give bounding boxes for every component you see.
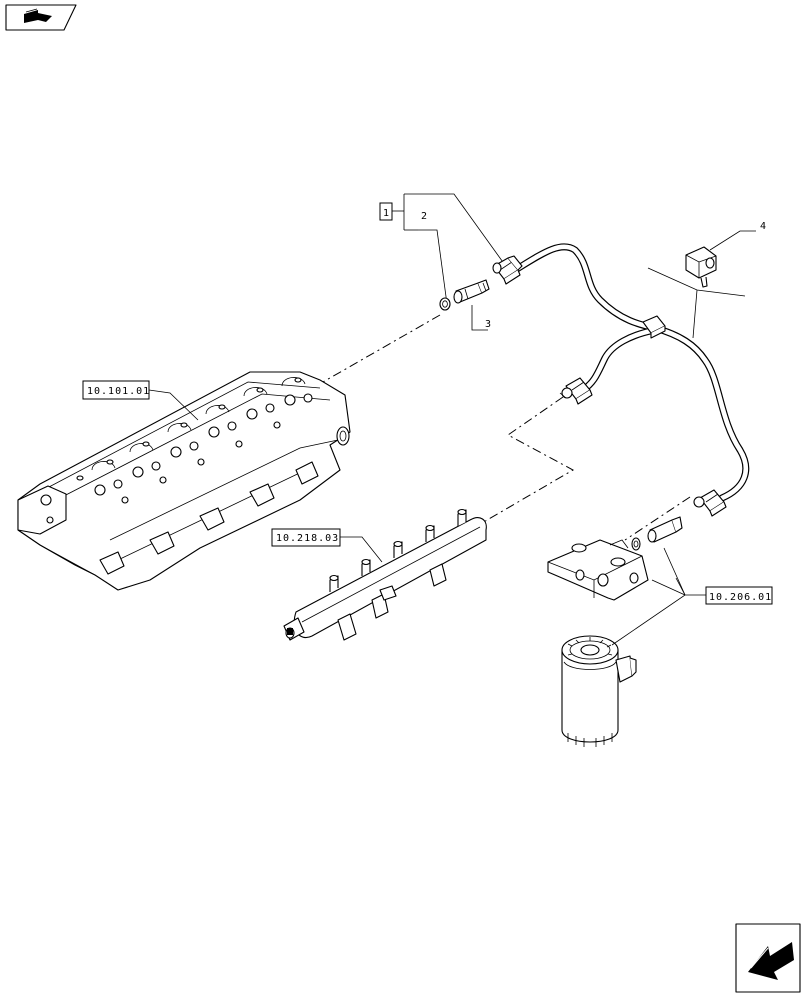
ref-fuel-filter-label: 10.206.01 (709, 592, 772, 603)
ref-fuel-rail-label: 10.218.03 (276, 533, 339, 544)
clip-part (685, 246, 717, 288)
pressure-valve (453, 279, 490, 304)
hose-tee-connector (642, 315, 666, 339)
filter-head-fitting (631, 516, 683, 551)
leader-3 (471, 305, 488, 331)
callout-2-group: 2 (418, 211, 448, 305)
next-page-arrow-icon[interactable] (735, 923, 801, 993)
cylinder-head (17, 371, 351, 591)
ref-cylinder-head-label: 10.101.01 (87, 386, 150, 397)
leader-4 (709, 230, 756, 251)
quick-connector-top (492, 255, 523, 285)
centerline-connector-to-rail (469, 396, 575, 531)
callout-4-label: 4 (760, 221, 766, 232)
ref-fuel-filter[interactable]: 10.206.01 (611, 547, 773, 646)
fuel-filter-cartridge (561, 635, 637, 747)
centerline-connector-to-filter (624, 496, 691, 541)
callout-1-label: 1 (383, 208, 389, 219)
callout-1-group: 1 (379, 193, 506, 266)
seal-ring (439, 297, 451, 311)
callout-3-label: 3 (485, 319, 491, 330)
filter-head (547, 539, 649, 601)
book-navigation-icon[interactable] (5, 4, 77, 31)
quick-connector-middle (559, 377, 593, 405)
leader-1 (404, 193, 506, 266)
callout-4-group: 4 (709, 221, 766, 251)
ref-fuel-rail[interactable]: 10.218.03 (271, 528, 383, 563)
fuel-return-hose (508, 243, 750, 502)
callout-3-group: 3 (471, 305, 491, 331)
quick-connector-bottom (693, 489, 727, 517)
callout-1-box (379, 202, 393, 221)
leader-2 (418, 229, 448, 305)
ref-cylinder-head[interactable]: 10.101.01 (82, 380, 199, 421)
callout-2-label: 2 (421, 211, 427, 222)
fuel-rail (283, 508, 487, 641)
